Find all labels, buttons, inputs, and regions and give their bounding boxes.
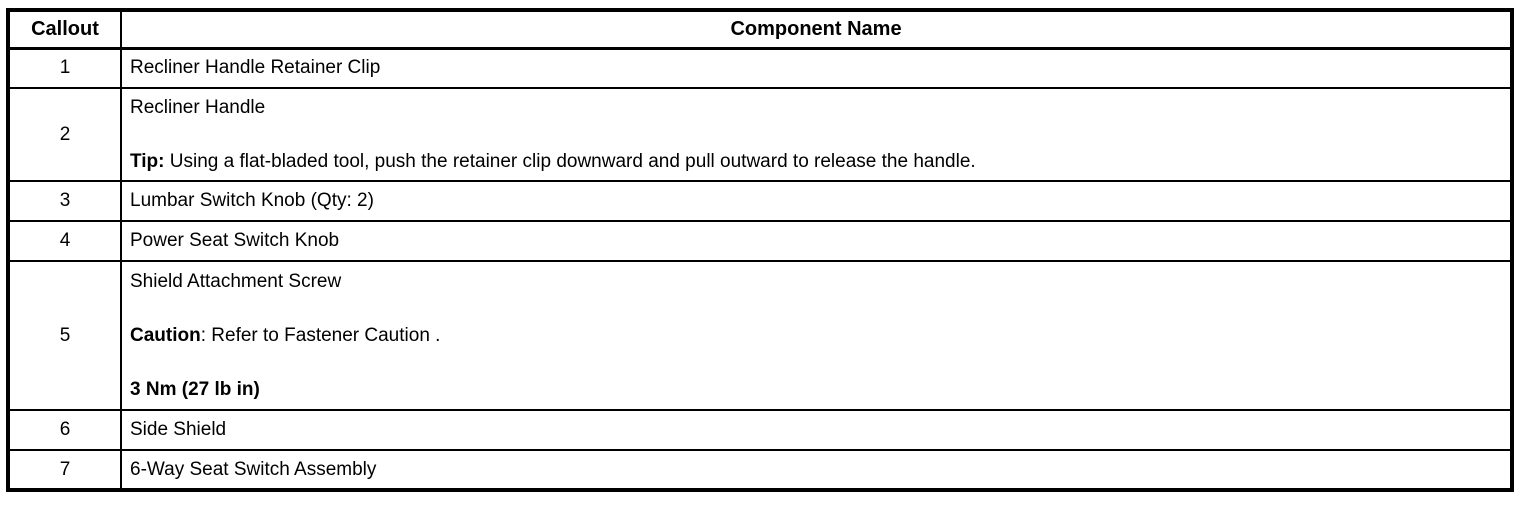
line-text: 6-Way Seat Switch Assembly bbox=[130, 458, 377, 480]
callout-number: 6 bbox=[7, 409, 122, 451]
component-name-cell: 6-Way Seat Switch Assembly bbox=[120, 449, 1513, 491]
component-name-cell: Recliner Handle Retainer Clip bbox=[120, 47, 1513, 89]
callout-number: 1 bbox=[7, 47, 122, 89]
tip-line: Tip: Using a flat-bladed tool, push the … bbox=[130, 151, 1500, 173]
line-text: Side Shield bbox=[130, 419, 227, 440]
component-callout-table: Callout Component Name 1 Recliner Handle… bbox=[6, 8, 1514, 492]
component-name-column-header: Component Name bbox=[120, 9, 1513, 50]
table-row-2: 2 Recliner Handle Tip: Using a flat-blad… bbox=[7, 87, 1513, 182]
callout-number: 2 bbox=[7, 87, 122, 182]
line-text: Shield Attachment Screw bbox=[130, 270, 342, 292]
caution-label: Caution bbox=[130, 324, 201, 346]
line-text: Recliner Handle bbox=[130, 96, 266, 118]
component-name-cell: Recliner Handle Tip: Using a flat-bladed… bbox=[120, 87, 1513, 182]
line-text: Recliner Handle Retainer Clip bbox=[130, 57, 381, 79]
callout-number: 7 bbox=[7, 449, 122, 491]
callout-number: 3 bbox=[7, 180, 122, 222]
tip-label: Tip: bbox=[130, 150, 165, 172]
component-name-cell: Shield Attachment Screw Caution: Refer t… bbox=[120, 260, 1513, 411]
component-line: Power Seat Switch Knob bbox=[130, 230, 1500, 252]
torque-spec-line: 3 Nm (27 lb in) bbox=[130, 379, 1500, 401]
table-row-1: 1 Recliner Handle Retainer Clip bbox=[7, 47, 1513, 89]
line-text: Lumbar Switch Knob (Qty: 2) bbox=[130, 190, 374, 211]
component-line: Recliner Handle bbox=[130, 97, 1500, 119]
line-text: Using a flat-bladed tool, push the retai… bbox=[164, 150, 976, 172]
table-row-5: 5 Shield Attachment Screw Caution: Refer… bbox=[7, 260, 1513, 411]
component-line: 6-Way Seat Switch Assembly bbox=[130, 459, 1500, 481]
component-line: Lumbar Switch Knob (Qty: 2) bbox=[130, 190, 1500, 212]
header-row: Callout Component Name bbox=[7, 9, 1513, 50]
torque-spec: 3 Nm (27 lb in) bbox=[130, 378, 260, 400]
component-name-cell: Lumbar Switch Knob (Qty: 2) bbox=[120, 180, 1513, 222]
caution-line: Caution: Refer to Fastener Caution . bbox=[130, 325, 1500, 347]
callout-column-header: Callout bbox=[7, 9, 122, 50]
table-row-7: 7 6-Way Seat Switch Assembly bbox=[7, 449, 1513, 491]
component-line: Shield Attachment Screw bbox=[130, 271, 1500, 293]
component-name-cell: Power Seat Switch Knob bbox=[120, 220, 1513, 262]
component-line: Side Shield bbox=[130, 419, 1500, 441]
component-line: Recliner Handle Retainer Clip bbox=[130, 57, 1500, 79]
callout-number: 4 bbox=[7, 220, 122, 262]
line-text: Power Seat Switch Knob bbox=[130, 230, 340, 251]
line-text: : Refer to Fastener Caution . bbox=[200, 324, 441, 346]
table-row-6: 6 Side Shield bbox=[7, 409, 1513, 451]
component-name-cell: Side Shield bbox=[120, 409, 1513, 451]
table-row-4: 4 Power Seat Switch Knob bbox=[7, 220, 1513, 262]
callout-number: 5 bbox=[7, 260, 122, 411]
table-row-3: 3 Lumbar Switch Knob (Qty: 2) bbox=[7, 180, 1513, 222]
